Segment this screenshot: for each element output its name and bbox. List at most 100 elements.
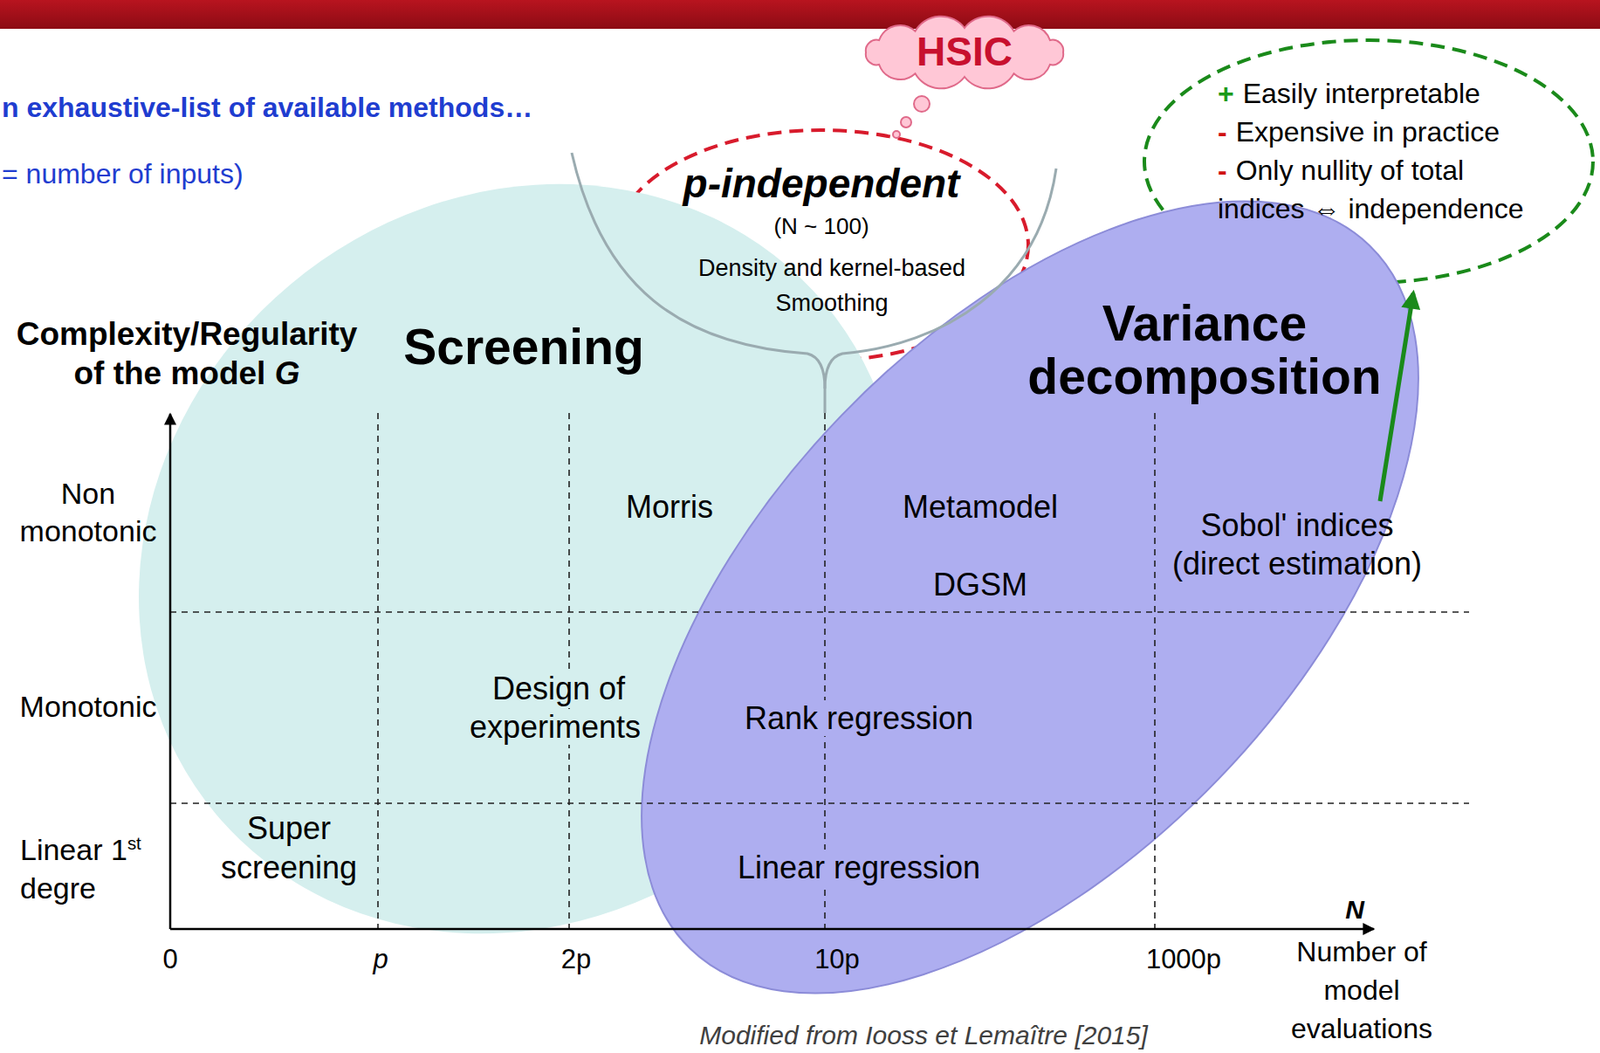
tick-label-block: 2p <box>532 942 620 976</box>
region-title-block: Screening <box>305 319 742 375</box>
tick-label: 10p <box>814 943 860 975</box>
callout-note-block: (N ~ 100) <box>690 212 953 241</box>
axis-category-line: degre <box>20 868 167 907</box>
variance-region-outline <box>501 63 1559 1053</box>
method-label: Morris <box>625 488 714 525</box>
note-ellipse: +Easily interpretable-Expensive in pract… <box>1141 37 1596 286</box>
callout-heading-block: p-independent <box>638 161 1005 207</box>
plus-sign: + <box>1217 77 1235 110</box>
minus-sign: - <box>1217 116 1228 148</box>
note-text: Only nullity of total indices ⇔ independ… <box>1217 154 1524 225</box>
axis-category: Non monotonic <box>20 476 158 548</box>
title-bar <box>0 0 1600 35</box>
method-label: Rank regression <box>741 700 977 736</box>
tick-label-line: 0 <box>135 942 206 976</box>
callout-ellipse: p-independent (N ~ 100) Density and kernel… <box>611 127 1031 364</box>
axis-category: Monotonic <box>20 689 158 723</box>
axis-symbol: N <box>1345 894 1365 924</box>
callout-body-line: Density and kernel-based Smoothing <box>674 250 989 321</box>
method-label: Linear regression <box>734 849 984 886</box>
cloud-text: HSIC <box>916 28 1013 75</box>
callout-note-line: (N ~ 100) <box>690 212 953 241</box>
method-label: Sobol' indices (direct estimation) <box>1172 507 1422 582</box>
axis-category: st <box>127 833 142 853</box>
axis-title-line: Number of model evaluations <box>1283 932 1441 1048</box>
tick-label-block: 0 <box>135 942 206 976</box>
method-label-line: Metamodel <box>875 487 1085 526</box>
method-label-block: DGSM <box>892 565 1068 604</box>
hsic-cloud: HSIC <box>855 17 1074 88</box>
tick-label-line: p <box>345 942 416 976</box>
callout-body-block: Density and kernel-based Smoothing <box>674 250 989 321</box>
axis-category: degre <box>20 871 97 905</box>
note-text-line: -Expensive in practice <box>1217 112 1541 152</box>
region-title: Screening <box>403 318 645 375</box>
tick-label: 0 <box>162 943 178 975</box>
method-label-block: Linear regression <box>710 848 1008 886</box>
title-bar <box>0 0 1600 29</box>
axis-category-block: Non monotonic <box>12 474 165 550</box>
thought-bubble <box>892 96 930 138</box>
note-text: = number of inputs) <box>1 157 244 190</box>
axis <box>170 927 1374 931</box>
method-label: DGSM <box>933 566 1028 603</box>
tick-label-block: 1000p <box>1113 942 1254 976</box>
grid-line <box>170 611 1470 613</box>
axis <box>169 413 172 929</box>
method-label-line: Design of experiments <box>452 669 662 747</box>
method-label-line: Super screening <box>201 808 377 887</box>
tick-label: 2p <box>561 943 591 975</box>
thought-bubble <box>913 96 930 112</box>
cloud-text-block: HSIC <box>864 29 1065 75</box>
thought-bubble <box>900 116 912 128</box>
tick-label-line: 10p <box>784 942 890 976</box>
method-label-block: Rank regression <box>719 699 999 737</box>
slide-heading: n exhaustive-list of available methods… <box>1 91 533 124</box>
axis-title: Number of model evaluations <box>1290 935 1433 1044</box>
axis-symbol-block: N <box>1328 894 1381 924</box>
slide-heading-block: n exhaustive-list of available methods… <box>1 90 788 124</box>
method-label-line: Morris <box>582 487 757 526</box>
axis-title: Complexity/Regularity of the model <box>16 315 358 392</box>
tick-label-block: 10p <box>784 942 890 976</box>
axis-title: G <box>274 355 301 392</box>
axis-category-line: Linear 1st <box>20 830 167 869</box>
callout-heading: p-independent <box>683 160 961 207</box>
tick-label: p <box>372 943 388 975</box>
tick-label-block: p <box>345 942 416 976</box>
axis-category-block: Linear 1stdegre <box>20 830 167 907</box>
axis-category-line: Monotonic <box>12 688 165 725</box>
region-title-line: Variance decomposition <box>977 296 1432 404</box>
tick-label-line: 2p <box>532 942 620 976</box>
note-text-line: +Easily interpretable <box>1217 74 1541 113</box>
tick-label-line: 1000p <box>1113 942 1254 976</box>
method-label-block: Design of experiments <box>452 669 662 747</box>
note-text: Easily interpretable <box>1242 77 1481 110</box>
thought-bubble <box>892 130 900 138</box>
method-label: Super screening <box>220 810 358 886</box>
method-label-block: Super screening <box>201 808 377 887</box>
grid-line <box>170 802 1470 804</box>
region-title-line: Screening <box>305 319 742 375</box>
slide-heading-line: n exhaustive-list of available methods… <box>1 90 788 124</box>
callout-body: Density and kernel-based Smoothing <box>698 254 966 316</box>
method-label: Metamodel <box>902 488 1058 525</box>
method-label-line: DGSM <box>892 565 1068 604</box>
method-label: Design of experiments <box>469 670 645 745</box>
note-text-block: = number of inputs) <box>1 157 613 191</box>
note-text-line: = number of inputs) <box>1 157 613 191</box>
region-title: Variance decomposition <box>1027 295 1381 405</box>
axis-title-block: Complexity/Regularity of the modelG <box>3 314 371 393</box>
figure-caption: Modified from Iooss et Lemaître [2015] <box>699 1020 1148 1050</box>
figure-caption-line: Modified from Iooss et Lemaître [2015] <box>530 1020 1317 1050</box>
method-label-line: Linear regression <box>710 848 1008 886</box>
note-text-line: -Only nullity of total indices ⇔ indepen… <box>1217 151 1541 228</box>
axis-title-line: Complexity/Regularity of the modelG <box>3 314 371 393</box>
region-title-block: Variance decomposition <box>977 296 1432 404</box>
method-label-block: Metamodel <box>875 487 1085 526</box>
callout-heading-line: p-independent <box>638 161 1005 207</box>
method-label-line: Sobol' indices (direct estimation) <box>1161 506 1433 584</box>
minus-sign: - <box>1217 154 1228 186</box>
method-label-line: Rank regression <box>719 699 999 737</box>
